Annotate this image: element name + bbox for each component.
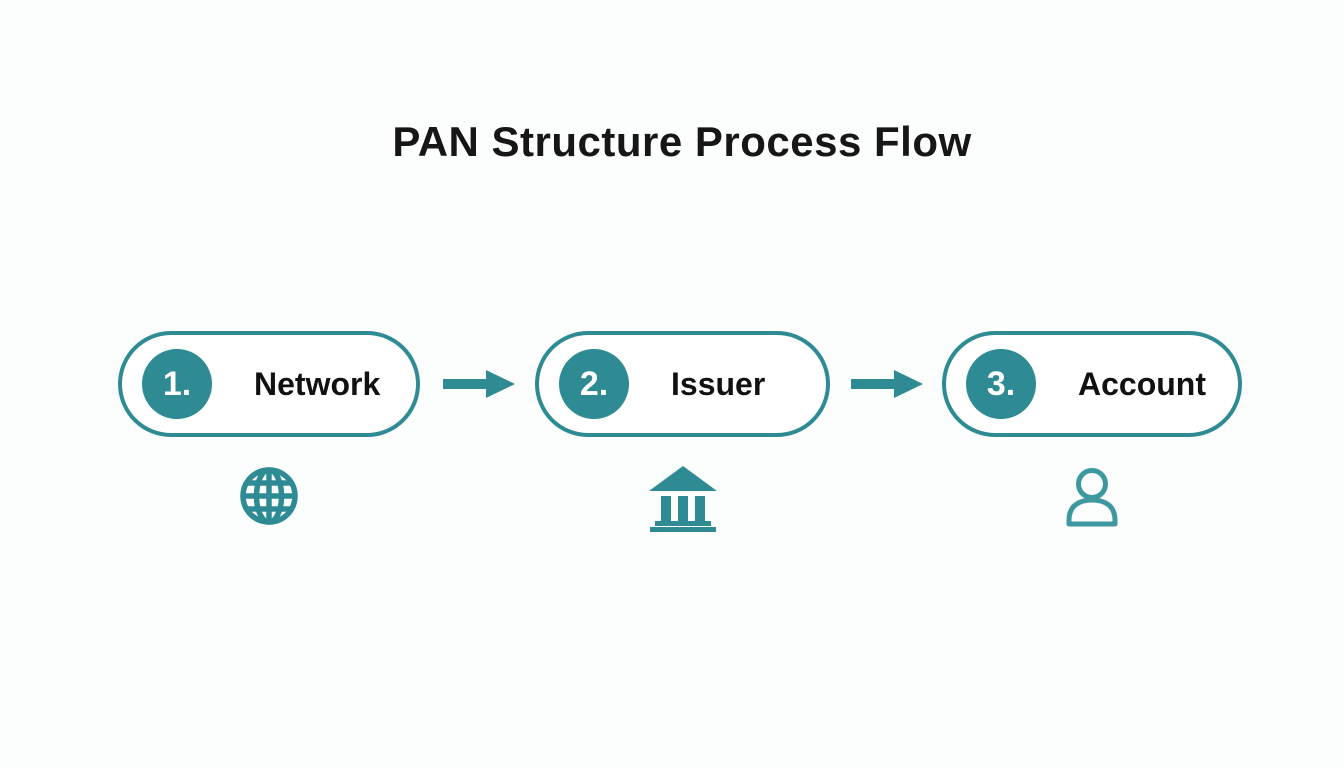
globe-icon: [240, 467, 298, 525]
bank-icon: [648, 466, 717, 532]
step-label: Account: [1078, 365, 1206, 402]
step-number-badge: 2.: [559, 349, 629, 419]
step-number-badge: 3.: [966, 349, 1036, 419]
step-number-badge: 1.: [142, 349, 212, 419]
step-pill-network: 1. Network: [118, 331, 420, 437]
step-icon-wrapper: [535, 437, 830, 547]
step-label: Issuer: [671, 365, 766, 402]
page-title: PAN Structure Process Flow: [392, 118, 972, 165]
step-icon-wrapper: [118, 437, 420, 547]
arrow-right-icon: [442, 370, 515, 398]
step-label: Network: [254, 365, 381, 402]
person-icon: [1066, 468, 1118, 527]
step-icon-wrapper: [942, 437, 1242, 547]
process-flow: 1. Network 2. Issuer 3. Account: [118, 331, 1242, 547]
step-pill-account: 3. Account: [942, 331, 1242, 437]
arrow-right-icon: [851, 370, 923, 398]
flow-arrow: [420, 331, 535, 437]
step-pill-issuer: 2. Issuer: [535, 331, 830, 437]
flow-arrow: [830, 331, 942, 437]
